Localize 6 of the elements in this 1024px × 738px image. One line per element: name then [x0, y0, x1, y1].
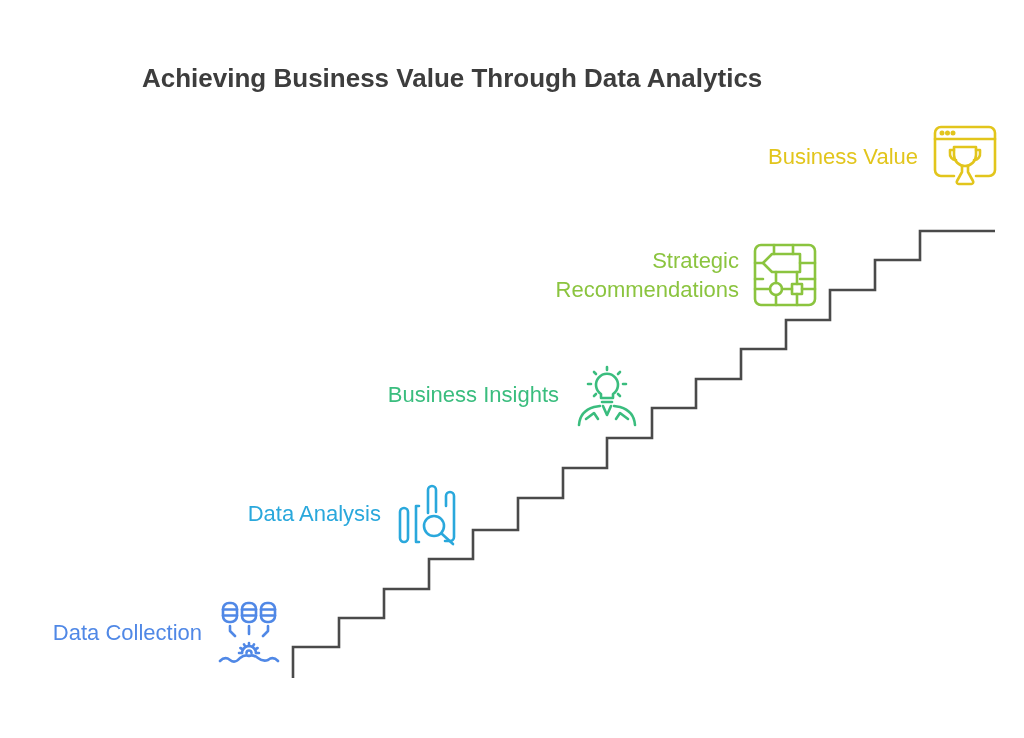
diagram-title: Achieving Business Value Through Data Analytics [142, 62, 763, 94]
step-label: Business Insights [387, 381, 559, 409]
step-label: Business Value [768, 143, 918, 171]
step-label: Strategic Recommendations [554, 247, 739, 304]
step-label: Data Collection [52, 619, 202, 647]
step-label: Data Analysis [247, 500, 381, 528]
